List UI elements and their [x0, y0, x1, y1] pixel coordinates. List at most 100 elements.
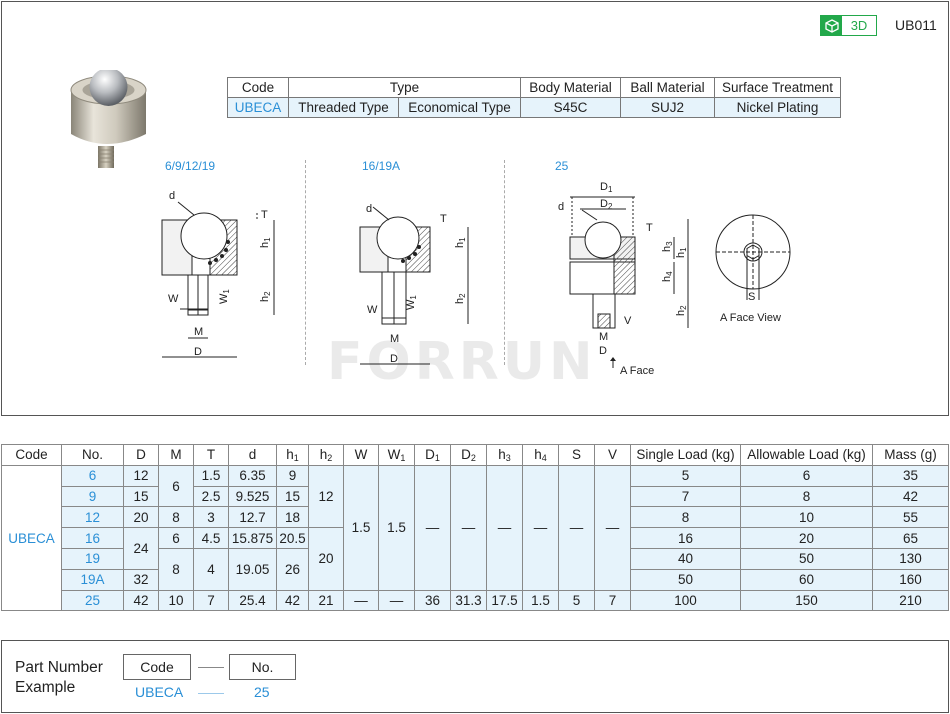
- 3d-model-button[interactable]: 3D: [820, 15, 877, 36]
- col-mass: Mass (g): [872, 444, 949, 466]
- spec-body-material: S45C: [520, 97, 621, 118]
- cell-D2: 31.3: [450, 589, 487, 612]
- col-single-load: Single Load (kg): [630, 444, 741, 466]
- col-W: W: [343, 444, 379, 466]
- spec-type-threaded: Threaded Type: [288, 97, 399, 118]
- cell-no: 16: [61, 527, 124, 549]
- part-number-code-value: UBECA: [135, 684, 184, 700]
- variant-label-6-9-12-19: 6/9/12/19: [165, 159, 216, 173]
- spec-header-code: Code: [227, 77, 289, 98]
- dim-h4: h4: [661, 271, 674, 282]
- table-row: 25 42 10 7 25.4 42 21 — — 36 31.3 17.5 1…: [2, 589, 949, 612]
- col-D1: D1: [414, 444, 451, 466]
- dim-T: T: [261, 209, 268, 221]
- product-photo: [70, 70, 147, 168]
- cell-no: 19: [61, 547, 124, 570]
- cell-D: 32: [123, 568, 159, 591]
- part-number-no-value: 25: [254, 684, 270, 700]
- cell-d: 25.4: [228, 589, 277, 612]
- table-row: UBECA 6 12 6 1.5 6.35 9 12 1.5 1.5 — — —…: [1, 464, 949, 612]
- drawing-16-19a: [359, 206, 469, 365]
- spec-type-economical: Economical Type: [398, 97, 521, 118]
- dim-V: V: [624, 315, 632, 327]
- cell-h1: 20.5: [276, 527, 309, 549]
- cell-allowable-load: 10: [740, 506, 873, 529]
- cell-d: 6.35: [228, 464, 277, 487]
- cell-W: 1.5: [343, 464, 379, 591]
- technical-drawings: d T h1 h2 W W1 M D d T h1 h2 W W1 M: [161, 181, 791, 377]
- dim-D1: D1: [600, 181, 613, 194]
- badge-3d-label: 3D: [850, 18, 868, 33]
- cell-T: 4.5: [193, 527, 229, 549]
- cell-no: 9: [61, 485, 124, 508]
- cell-allowable-load: 8: [740, 485, 873, 508]
- dim-D-3: D: [599, 345, 607, 357]
- part-number-title: Part Number Example: [15, 659, 103, 696]
- cell-mass: 42: [872, 485, 949, 508]
- cube-icon: [821, 16, 842, 35]
- cell-h1: 15: [276, 485, 309, 508]
- cell-V: —: [594, 464, 631, 591]
- cell-d: 9.525: [228, 485, 277, 508]
- connector-line: [198, 667, 224, 668]
- cell-M: 8: [158, 547, 194, 591]
- col-D2: D2: [450, 444, 487, 466]
- dim-W: W: [168, 293, 179, 305]
- cell-no: 6: [61, 464, 124, 487]
- dim-d: d: [169, 190, 175, 202]
- dim-D-2: D: [390, 353, 398, 365]
- cell-D2: —: [450, 464, 487, 591]
- divider: [305, 160, 306, 365]
- cell-code: UBECA: [1, 464, 62, 612]
- dim-M-3: M: [599, 331, 608, 343]
- cell-single-load: 40: [630, 547, 741, 570]
- cell-allowable-load: 60: [740, 568, 873, 591]
- cell-mass: 210: [872, 589, 949, 612]
- cell-single-load: 5: [630, 464, 741, 487]
- cell-D1: —: [414, 464, 451, 591]
- spec-header-ball-material: Ball Material: [620, 77, 715, 98]
- cell-T: 2.5: [193, 485, 229, 508]
- product-info-panel: 3D UB011 Code Type Body Material: [1, 1, 949, 416]
- cell-d: 12.7: [228, 506, 277, 529]
- connector-line: [198, 693, 224, 694]
- cell-mass: 65: [872, 527, 949, 549]
- col-no: No.: [61, 444, 124, 466]
- cell-h2: 12: [308, 464, 344, 529]
- cell-T: 4: [193, 547, 229, 591]
- dim-D: D: [194, 346, 202, 358]
- table-header-row: Code No. D M T d h1 h2 W W1 D1 D2 h3 h4 …: [1, 444, 949, 466]
- dim-d-2: d: [366, 203, 372, 215]
- cell-D: 20: [123, 506, 159, 529]
- cell-W: —: [343, 589, 379, 612]
- cell-h1: 18: [276, 506, 309, 529]
- spec-table-row: UBECA Threaded Type Economical Type S45C…: [227, 97, 841, 118]
- cell-S: 5: [558, 589, 595, 612]
- dim-h2-3: h2: [675, 305, 688, 316]
- cell-M: 8: [158, 506, 194, 529]
- col-allowable-load: Allowable Load (kg): [740, 444, 873, 466]
- cell-W1: —: [378, 589, 415, 612]
- cell-mass: 130: [872, 547, 949, 570]
- col-W1: W1: [378, 444, 415, 466]
- dimensions-table: Code No. D M T d h1 h2 W W1 D1 D2 h3 h4 …: [1, 444, 949, 612]
- cell-T: 7: [193, 589, 229, 612]
- col-h4: h4: [522, 444, 559, 466]
- cell-M: 10: [158, 589, 194, 612]
- cell-d: 19.05: [228, 547, 277, 591]
- spec-table: Code Type Body Material Ball Material Su…: [227, 77, 841, 118]
- cell-M: 6: [158, 464, 194, 508]
- dim-h1-3: h1: [675, 247, 688, 258]
- col-V: V: [594, 444, 631, 466]
- cell-V: 7: [594, 589, 631, 612]
- table-row: 19 8 4 19.05 26 40 50 130: [2, 547, 949, 591]
- cell-single-load: 100: [630, 589, 741, 612]
- cell-single-load: 7: [630, 485, 741, 508]
- dim-W1-2: W1: [405, 295, 418, 310]
- cell-h2: 20: [308, 527, 344, 591]
- cell-D: 42: [123, 589, 159, 612]
- cell-mass: 55: [872, 506, 949, 529]
- cell-h4: —: [522, 464, 559, 591]
- cell-h1: 42: [276, 589, 309, 612]
- spec-header-type: Type: [288, 77, 521, 98]
